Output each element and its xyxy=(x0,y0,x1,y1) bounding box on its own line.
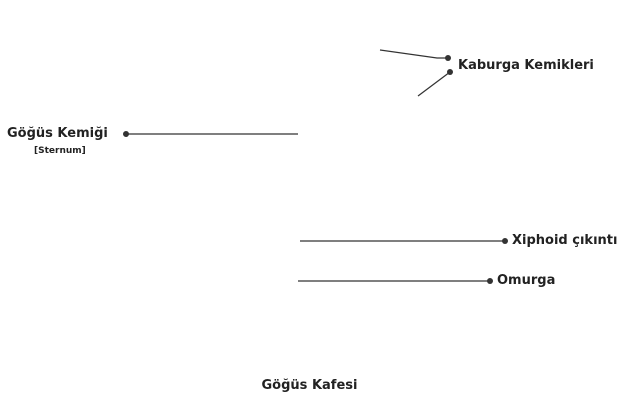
ribs-leader-upper xyxy=(380,50,448,58)
xiphoid-label: Xiphoid çıkıntı xyxy=(512,233,617,249)
ribs-label: Kaburga Kemikleri xyxy=(458,58,594,74)
diagram-caption: Göğüs Kafesi xyxy=(0,378,619,394)
spine-label: Omurga xyxy=(497,273,555,289)
sternum-label: Göğüs Kemiği xyxy=(7,126,108,142)
sternum-sub-label: [Sternum] xyxy=(34,146,86,157)
ribs-leader-lower xyxy=(418,72,450,96)
leader-dots xyxy=(123,55,508,284)
leader-lines xyxy=(126,50,505,281)
